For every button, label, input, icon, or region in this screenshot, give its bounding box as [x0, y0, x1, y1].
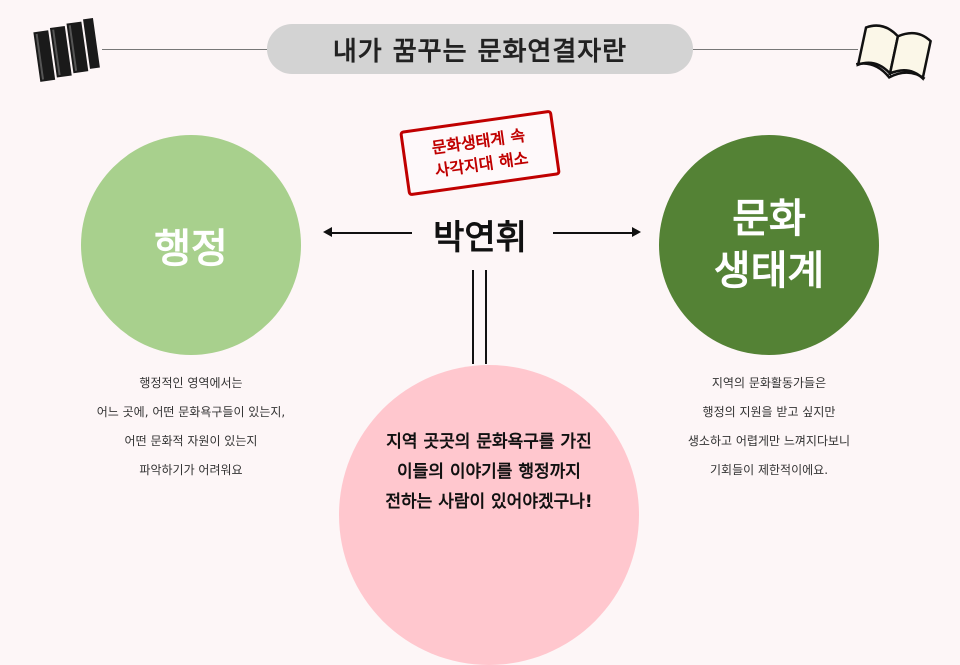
- admin-circle-label: 행정: [154, 226, 228, 272]
- conclusion-text: 지역 곳곳의 문화욕구를 가진 이들의 이야기를 행정까지 전하는 사람이 있어…: [385, 427, 592, 517]
- culture-desc-line: 생소하고 어렵게만 느껴지다보니: [687, 434, 851, 448]
- conclusion-line: 전하는 사람이 있어야겠구나!: [385, 492, 593, 512]
- arrow-right-line: [553, 232, 635, 234]
- admin-description: 행정적인 영역에서는 어느 곳에, 어떤 문화욕구들이 있는지, 어떤 문화적 …: [41, 369, 341, 485]
- conclusion-line: 이들의 이야기를 행정까지: [397, 462, 581, 482]
- culture-ecosystem-circle: 문화 생태계: [659, 135, 879, 355]
- center-person-name: 박연휘: [433, 218, 527, 258]
- header-line-left: [102, 49, 267, 50]
- culture-desc-line: 행정의 지원을 받고 싶지만: [702, 405, 836, 419]
- stamp-badge: 문화생태계 속 사각지대 해소: [399, 109, 561, 197]
- conclusion-circle: 지역 곳곳의 문화욕구를 가진 이들의 이야기를 행정까지 전하는 사람이 있어…: [339, 365, 639, 665]
- culture-circle-line-1: 문화: [732, 196, 806, 242]
- culture-desc-line: 기회들이 제한적이에요.: [709, 463, 829, 477]
- admin-desc-line: 행정적인 영역에서는: [139, 376, 243, 390]
- connector-bar-left: [472, 270, 474, 364]
- arrow-right-head: [632, 227, 641, 237]
- culture-circle-line-2: 생태계: [713, 248, 825, 294]
- culture-desc-line: 지역의 문화활동가들은: [711, 376, 827, 390]
- books-icon: [33, 17, 100, 82]
- open-book-icon: [856, 24, 932, 81]
- page-title: 내가 꿈꾸는 문화연결자란: [267, 24, 693, 74]
- arrow-left-head: [323, 227, 332, 237]
- connector-bar-right: [485, 270, 487, 364]
- admin-desc-line: 어느 곳에, 어떤 문화욕구들이 있는지,: [96, 405, 286, 419]
- admin-desc-line: 어떤 문화적 자원이 있는지: [124, 434, 258, 448]
- header-line-right: [693, 49, 858, 50]
- admin-circle: 행정: [81, 135, 301, 355]
- page-title-text: 내가 꿈꾸는 문화연결자란: [332, 36, 628, 67]
- admin-desc-line: 파악하기가 어려워요: [139, 463, 243, 477]
- conclusion-line: 지역 곳곳의 문화욕구를 가진: [386, 432, 592, 452]
- culture-description: 지역의 문화활동가들은 행정의 지원을 받고 싶지만 생소하고 어렵게만 느껴지…: [619, 369, 919, 485]
- arrow-left-line: [330, 232, 412, 234]
